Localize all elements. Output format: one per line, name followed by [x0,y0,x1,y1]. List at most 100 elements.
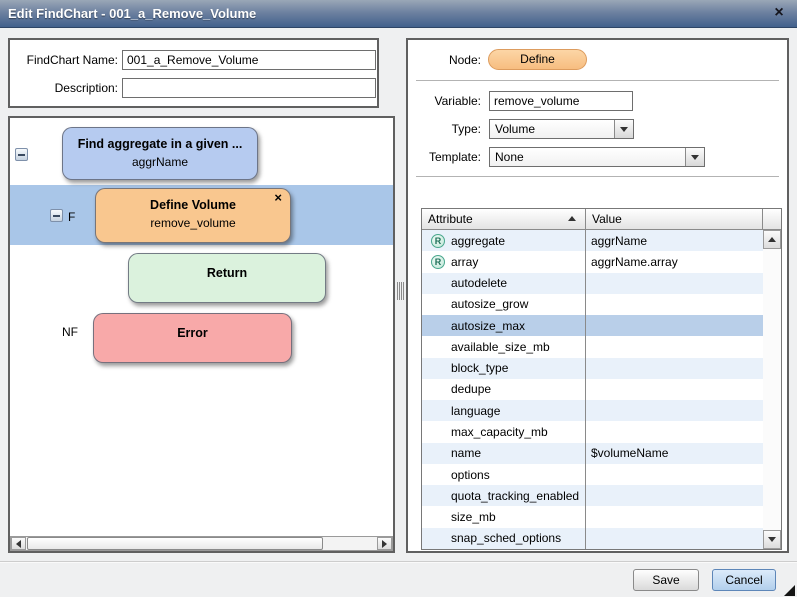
save-button[interactable]: Save [633,569,699,591]
template-dropdown-button[interactable] [685,148,704,166]
table-row[interactable]: snap_sched_options [422,527,764,549]
close-icon[interactable]: × [774,4,784,21]
scroll-right-button[interactable] [377,537,392,550]
node-properties-panel: Node: Define Variable: Type: Volume Temp… [406,38,789,553]
dialog-title-bar: Edit FindChart - 001_a_Remove_Volume [0,0,797,28]
value-cell[interactable] [586,528,763,549]
arrow-left-icon [16,539,21,548]
sort-ascending-icon [568,216,576,221]
panel-splitter-grip[interactable] [397,282,404,300]
value-cell[interactable] [586,273,763,294]
attribute-cell[interactable]: max_capacity_mb [422,421,586,443]
template-dropdown-value: None [495,150,524,164]
attribute-cell[interactable]: block_type [422,357,586,379]
branch-label-not-found: NF [62,325,78,339]
column-header-value[interactable]: Value [586,209,763,229]
flowchart-canvas: Find aggregate in a given ... aggrName F… [8,116,395,553]
delete-node-icon[interactable]: × [274,190,282,205]
value-cell[interactable] [586,485,763,506]
flowchart-node-find-aggregate[interactable]: Find aggregate in a given ... aggrName [62,127,258,180]
cancel-button[interactable]: Cancel [712,569,776,591]
attribute-name: max_capacity_mb [451,425,548,440]
arrow-right-icon [382,539,387,548]
table-row[interactable]: size_mb [422,506,763,528]
value-cell[interactable] [586,464,763,485]
flowchart-node-define-volume[interactable]: × Define Volume remove_volume [95,188,291,243]
attribute-cell[interactable]: dedupe [422,378,586,401]
chevron-down-icon [691,154,699,160]
column-header-attribute[interactable]: Attribute [422,209,586,229]
attribute-name: autosize_grow [451,297,529,312]
value-cell[interactable] [586,400,763,421]
divider [416,80,779,81]
template-label: Template: [428,150,481,164]
findchart-name-label: FindChart Name: [26,53,118,67]
attribute-cell[interactable]: language [422,400,586,422]
value-cell[interactable] [586,421,763,442]
attribute-cell[interactable]: size_mb [422,506,586,528]
value-cell[interactable]: aggrName.array [591,254,678,269]
flowchart-node-error[interactable]: Error [93,313,292,363]
attribute-cell[interactable]: snap_sched_options [422,527,586,549]
attribute-cell[interactable]: autosize_grow [422,293,586,316]
table-row[interactable]: autosize_max [422,315,764,337]
table-row[interactable]: dedupe [422,378,763,401]
value-cell[interactable]: aggrName [591,233,648,248]
table-row[interactable]: options [422,463,763,486]
attribute-cell[interactable]: quota_tracking_enabled [422,485,586,507]
attribute-cell[interactable]: name [422,442,586,464]
flowchart-horizontal-scrollbar[interactable] [10,536,393,551]
table-row[interactable]: quota_tracking_enabled [422,485,764,507]
attribute-cell[interactable]: available_size_mb [422,336,586,358]
attribute-name: name [451,446,482,461]
attribute-name: language [451,403,501,418]
collapse-root-button[interactable] [15,148,28,161]
scroll-up-button[interactable] [763,230,782,249]
template-dropdown[interactable]: None [489,147,705,167]
collapse-branch-button[interactable] [50,209,63,222]
table-row[interactable]: available_size_mb [422,336,763,358]
horizontal-scroll-thumb[interactable] [27,537,323,550]
scroll-down-button[interactable] [763,530,782,549]
flowchart-node-return[interactable]: Return [128,253,326,303]
type-dropdown[interactable]: Volume [489,119,634,139]
table-vertical-scrollbar[interactable] [763,230,782,549]
chevron-down-icon [620,126,628,132]
attribute-cell[interactable]: autosize_max [422,315,586,337]
node-title: Return [206,266,248,280]
findchart-name-input[interactable] [122,50,376,70]
minus-icon [53,214,60,217]
value-cell[interactable] [586,336,763,357]
description-input[interactable] [122,78,376,98]
variable-input[interactable] [489,91,633,111]
table-row[interactable]: language [422,400,764,422]
table-row[interactable]: autosize_grow [422,293,763,316]
variable-label: Variable: [434,94,481,108]
type-label: Type: [451,122,481,136]
branch-label-found: F [68,210,76,224]
scroll-left-button[interactable] [11,537,26,550]
value-cell[interactable] [586,315,763,336]
table-row[interactable]: name $volumeName [422,442,764,464]
value-cell[interactable]: $volumeName [591,446,669,461]
table-row[interactable]: autodelete [422,272,764,294]
attribute-cell[interactable]: options [422,463,586,486]
attribute-cell[interactable]: autodelete [422,272,586,294]
node-subtitle: aggrName [131,155,189,169]
divider [416,176,779,177]
table-row[interactable]: block_type [422,357,764,379]
type-dropdown-button[interactable] [614,120,633,138]
required-icon: R [431,254,445,269]
resize-grip[interactable] [784,585,795,596]
value-cell[interactable] [586,358,763,379]
value-cell[interactable] [586,294,763,315]
value-cell[interactable] [586,379,763,400]
table-row[interactable]: max_capacity_mb [422,421,763,443]
value-cell[interactable] [586,506,763,527]
findchart-form-panel: FindChart Name: Description: [8,38,379,108]
